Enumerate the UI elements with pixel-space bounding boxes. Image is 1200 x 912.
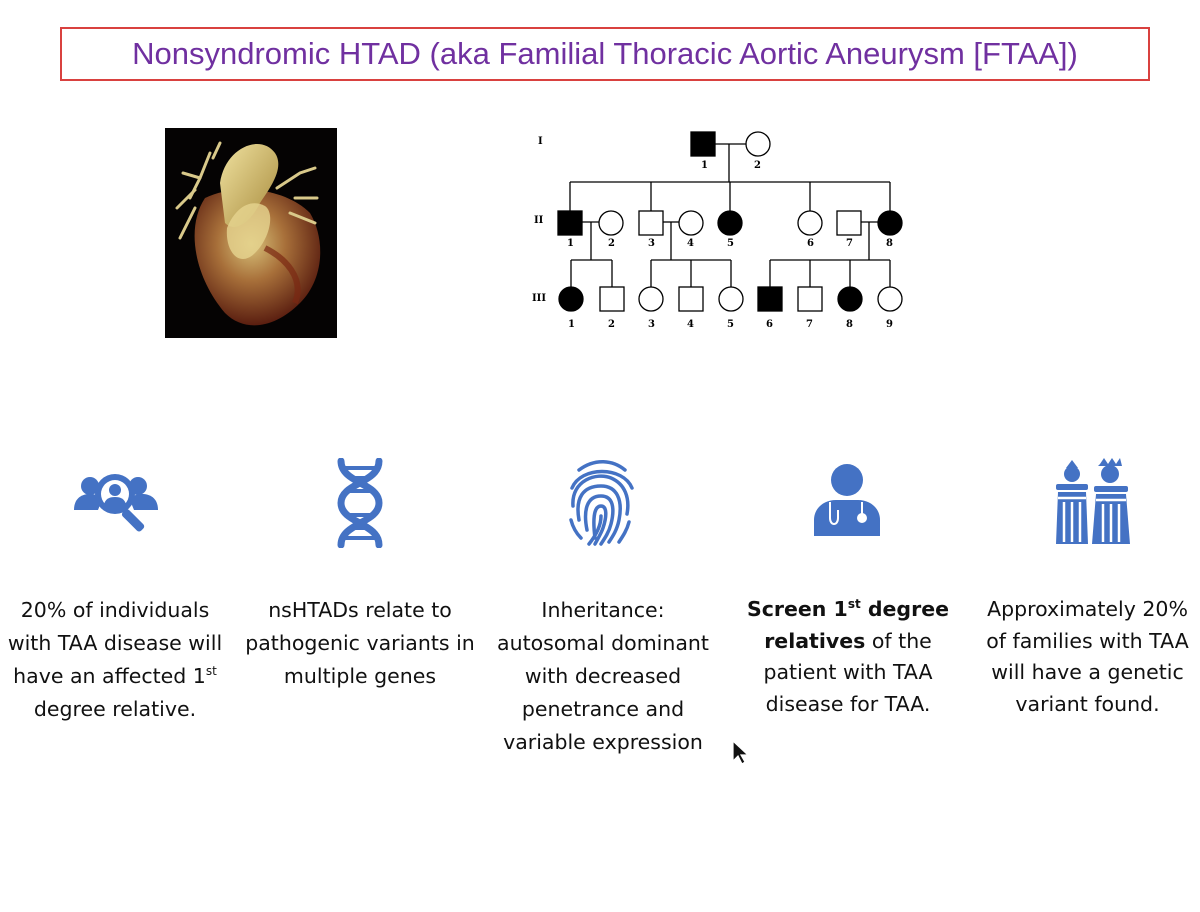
- individual-number: 1: [701, 160, 708, 171]
- individual-number: 2: [608, 238, 615, 249]
- generation-label: I: [538, 136, 543, 147]
- individual-number: 3: [648, 238, 655, 249]
- dna-icon: [337, 458, 383, 548]
- caption-bold: degree relatives: [764, 597, 950, 653]
- family-icon: [1056, 458, 1130, 544]
- mouse-cursor-icon: [732, 739, 750, 765]
- caption-text: nsHTADs relate to pathogenic variants in…: [245, 598, 475, 688]
- caption-text: degree relative.: [33, 697, 197, 721]
- individual-number: 3: [648, 319, 655, 330]
- individual-number: 9: [886, 319, 893, 330]
- heart-ct-image: [165, 128, 337, 338]
- individual-number: 1: [568, 319, 575, 330]
- caption-inheritance: Inheritance: autosomal dominant with dec…: [488, 594, 718, 759]
- ordinal-suffix: st: [205, 664, 217, 678]
- caption-bold: Screen 1: [746, 597, 848, 621]
- individual-number: 8: [886, 238, 893, 249]
- fingerprint-icon: [569, 460, 634, 546]
- caption-prevalence: 20% of individuals with TAA disease will…: [0, 594, 230, 726]
- individual-number: 2: [754, 160, 761, 171]
- individual-number: 2: [608, 319, 615, 330]
- pedigree-chart: I II III 1 2 1 2 3 4 5 6 7 8 1 2 3 4 5 6…: [532, 131, 903, 330]
- individual-number: 6: [766, 319, 773, 330]
- caption-text: of the patient with TAA disease for TAA.: [763, 628, 933, 716]
- generation-label: II: [534, 215, 544, 226]
- caption-text: 20% of individuals with TAA disease will…: [7, 598, 223, 688]
- individual-number: 4: [687, 238, 694, 249]
- individual-number: 8: [846, 319, 853, 330]
- caption-text: Inheritance: autosomal dominant with dec…: [497, 598, 709, 754]
- doctor-icon: [814, 464, 880, 536]
- slide-title: Nonsyndromic HTAD (aka Familial Thoracic…: [132, 36, 1078, 71]
- ordinal-suffix: st: [847, 597, 861, 611]
- generation-label: III: [532, 293, 546, 304]
- individual-number: 5: [727, 319, 734, 330]
- individual-number: 5: [727, 238, 734, 249]
- title-box: Nonsyndromic HTAD (aka Familial Thoracic…: [60, 27, 1150, 81]
- individual-number: 7: [806, 319, 813, 330]
- individual-number: 1: [567, 238, 574, 249]
- caption-text: Approximately 20% of families with TAA w…: [986, 597, 1189, 716]
- caption-screening: Screen 1st degree relatives of the patie…: [733, 594, 963, 720]
- search-people-icon: [74, 474, 158, 532]
- individual-number: 4: [687, 319, 694, 330]
- individual-number: 7: [846, 238, 853, 249]
- caption-genetic-variant: Approximately 20% of families with TAA w…: [975, 594, 1200, 720]
- caption-genes: nsHTADs relate to pathogenic variants in…: [245, 594, 475, 693]
- individual-number: 6: [807, 238, 814, 249]
